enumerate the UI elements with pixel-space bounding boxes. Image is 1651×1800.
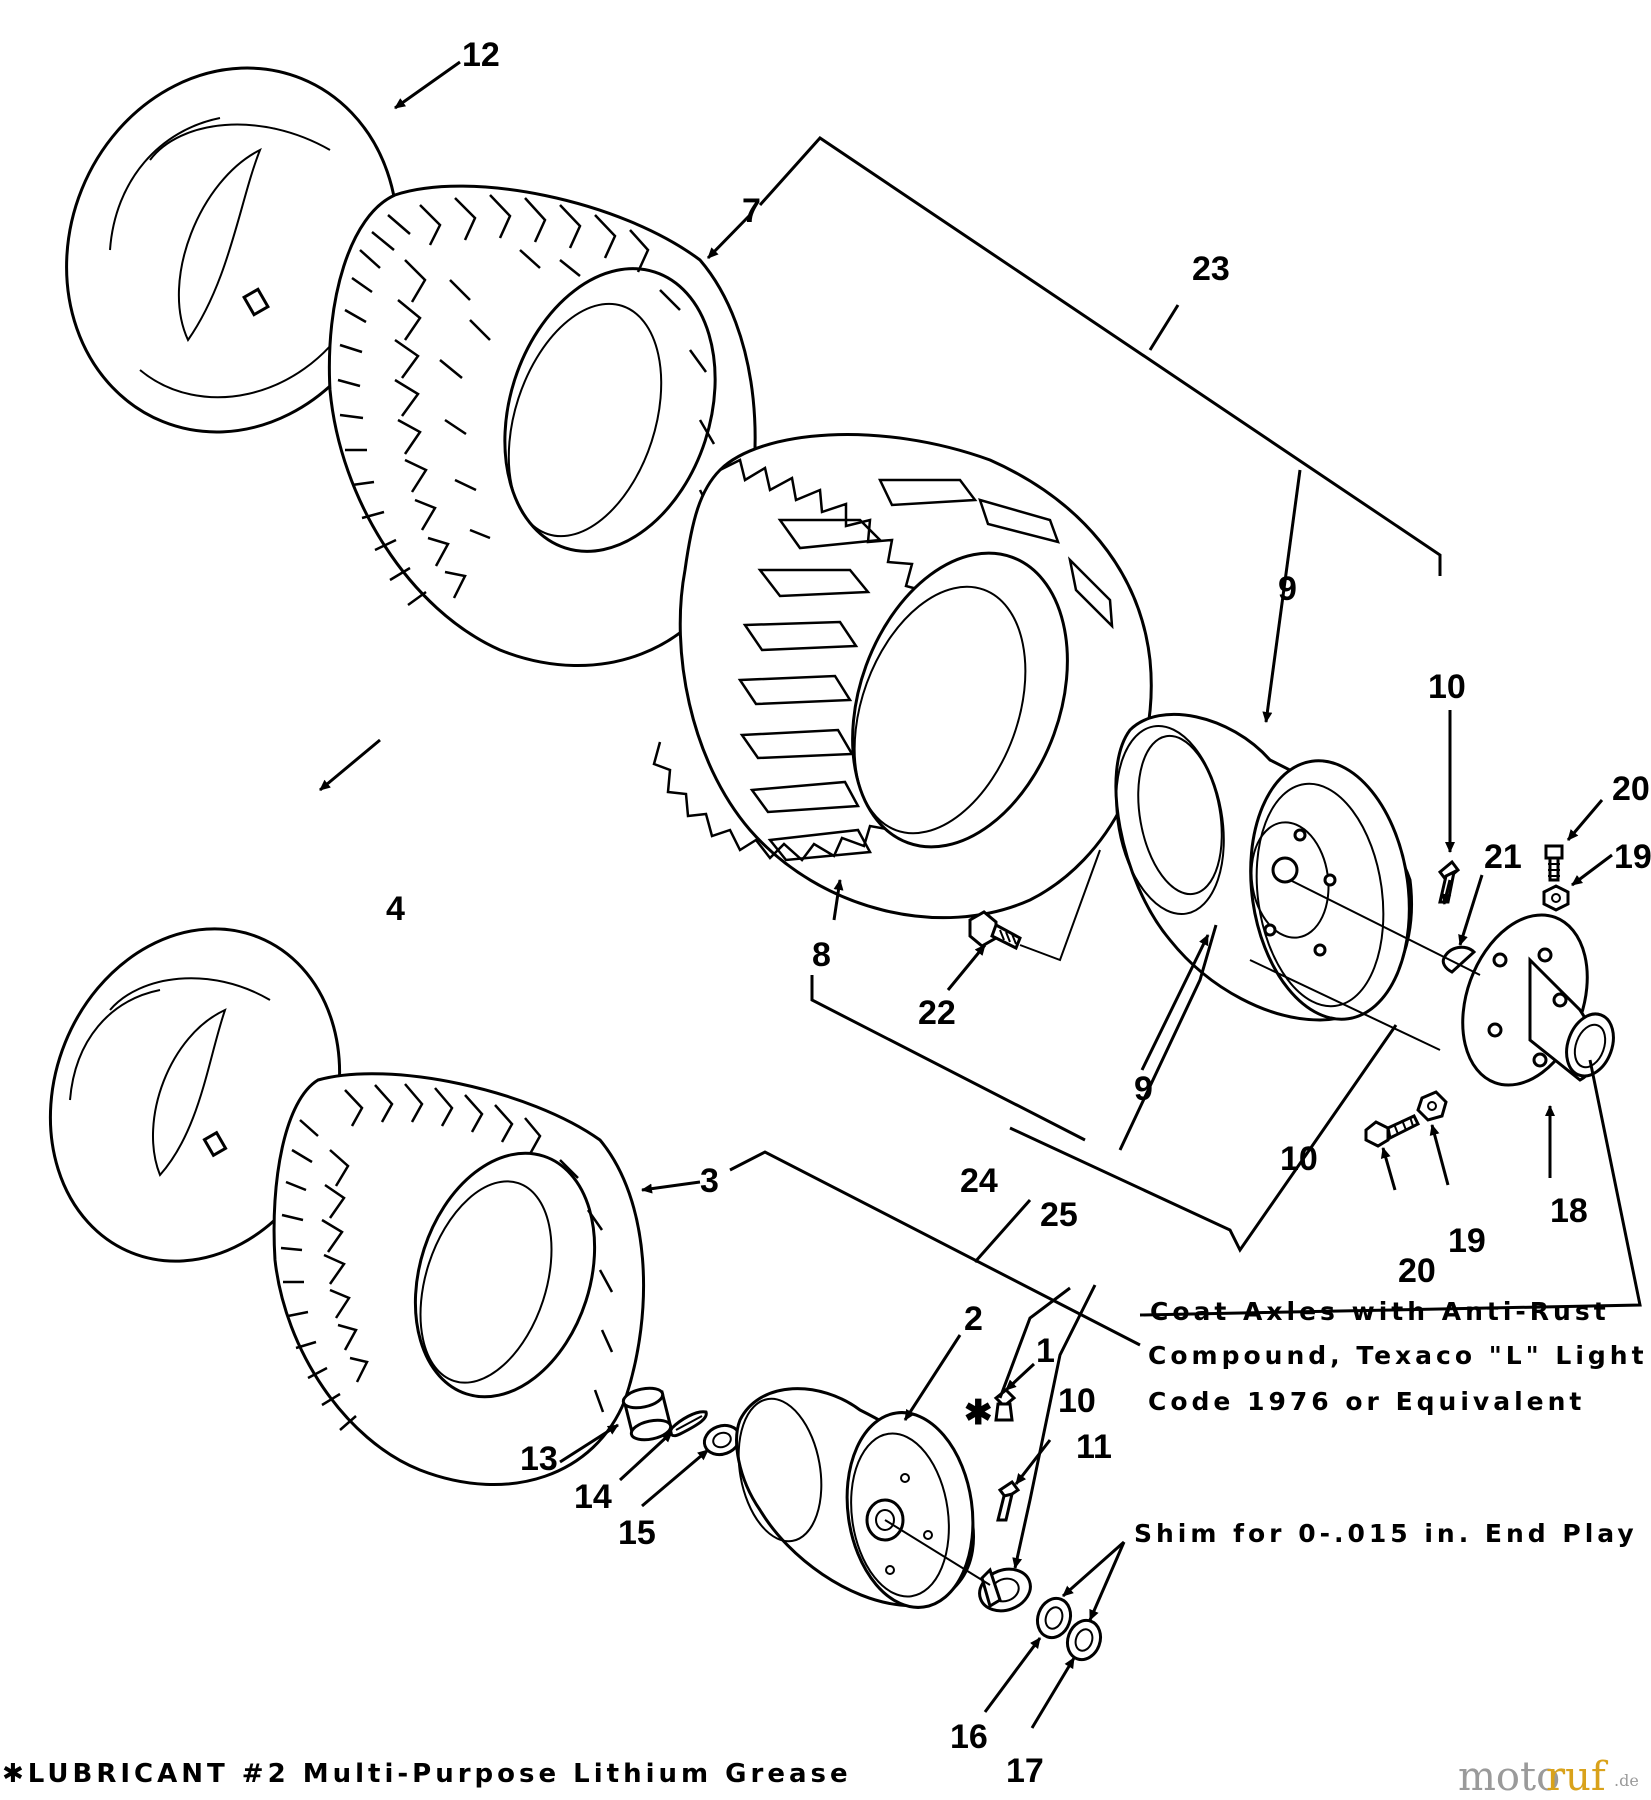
bushing	[621, 1386, 673, 1442]
callout-16: 16	[950, 1718, 988, 1756]
callout-11: 11	[1076, 1428, 1112, 1466]
callout-23: 23	[1192, 250, 1230, 288]
callout-10-lower: 10	[1058, 1382, 1096, 1420]
shim-washer-17	[1065, 1618, 1103, 1662]
axis-line-lower	[884, 1519, 991, 1586]
lug-tire	[652, 433, 1153, 920]
cotter-pin	[668, 1410, 708, 1438]
woodruff-key	[1441, 945, 1477, 974]
callout-15: 15	[618, 1514, 656, 1552]
callout-13: 13	[520, 1440, 558, 1478]
hub-bolt-lower	[1364, 1090, 1448, 1148]
callout-9-lower: 9	[1134, 1070, 1153, 1108]
lubricant-footnote: ✱LUBRICANT #2 Multi-Purpose Lithium Grea…	[2, 1759, 852, 1789]
axis-line-upper	[1289, 879, 1481, 976]
callout-21: 21	[1484, 838, 1522, 876]
turf-tire-upper	[327, 184, 757, 667]
callout-19-lower: 19	[1448, 1222, 1486, 1260]
coat-axles-note-line-2: Compound, Texaco "L" Light	[1148, 1341, 1648, 1370]
bearing	[978, 1567, 1032, 1613]
callout-14: 14	[574, 1478, 612, 1516]
hub-bolt-upper	[1542, 844, 1570, 912]
callout-8: 8	[812, 936, 831, 974]
coat-axles-note-line-1: Coat Axles with Anti-Rust	[1150, 1297, 1610, 1326]
callout-10-mid: 10	[1280, 1140, 1318, 1178]
lubricant-star: ✱	[964, 1394, 993, 1432]
callout-12: 12	[462, 36, 500, 74]
callout-20-upper: 20	[1612, 770, 1650, 808]
callout-3: 3	[700, 1162, 719, 1200]
grease-fitting	[993, 1387, 1017, 1422]
callout-24: 24	[960, 1162, 998, 1200]
instruction-notes: Coat Axles with Anti-Rust Compound, Texa…	[1134, 1297, 1648, 1548]
flat-washer	[702, 1423, 742, 1457]
callout-10-upper: 10	[1428, 668, 1466, 706]
shim-washer-16	[1035, 1596, 1073, 1640]
callout-22: 22	[918, 994, 956, 1032]
watermark-part-a: moto	[1458, 1754, 1560, 1800]
watermark-logo: moto ruf .de	[1458, 1754, 1639, 1800]
callout-2: 2	[964, 1300, 983, 1338]
callout-20-lower: 20	[1398, 1252, 1436, 1290]
leader-lines	[319, 60, 1642, 1729]
callout-1: 1	[1036, 1332, 1055, 1370]
callout-labels: 12 7 23 9 10 20 19 21 8 22 9 24 10 18 19…	[386, 36, 1651, 1790]
callout-19-upper: 19	[1614, 838, 1651, 876]
callout-25: 25	[1040, 1196, 1078, 1234]
wheel-rim-upper	[1114, 712, 1441, 1051]
callout-4: 4	[386, 890, 405, 928]
callout-18: 18	[1550, 1192, 1588, 1230]
watermark-part-c: .de	[1614, 1771, 1639, 1790]
shim-note: Shim for 0-.015 in. End Play	[1134, 1519, 1638, 1548]
callout-9-upper: 9	[1278, 570, 1297, 608]
coat-axles-note-line-3: Code 1976 or Equivalent	[1148, 1387, 1585, 1416]
watermark-part-b: ruf	[1546, 1754, 1609, 1800]
wheel-hub	[1461, 913, 1615, 1087]
turf-tire-lower	[272, 1072, 646, 1487]
callout-7: 7	[742, 192, 761, 230]
wheel-rim-lower	[735, 1387, 975, 1609]
callout-17: 17	[1006, 1752, 1044, 1790]
inner-tube-lower	[48, 927, 342, 1263]
valve-stem-lower	[996, 1479, 1021, 1522]
lug-bolt	[968, 849, 1101, 962]
